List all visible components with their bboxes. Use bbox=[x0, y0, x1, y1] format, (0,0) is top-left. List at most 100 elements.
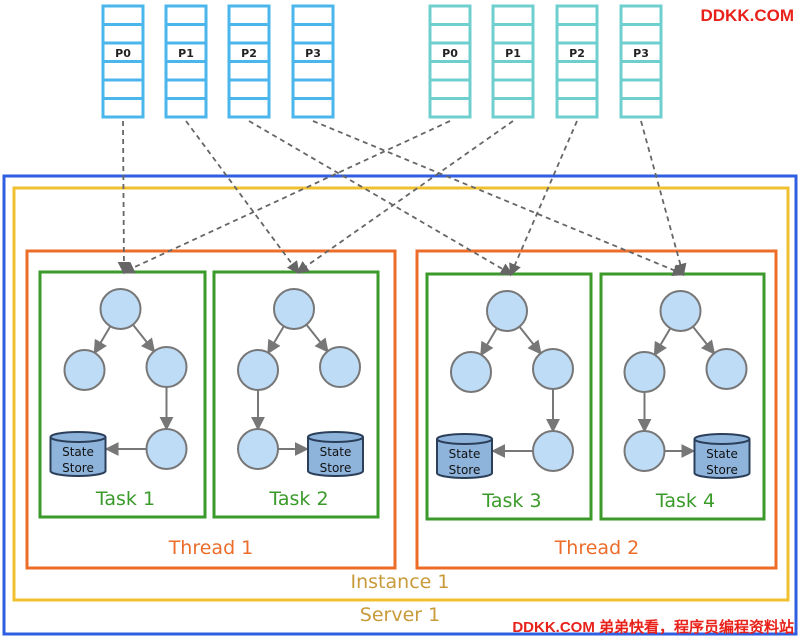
partition-stack: P1 bbox=[491, 4, 535, 119]
partition-stack: P3 bbox=[291, 4, 335, 119]
partition-label: P0 bbox=[442, 47, 458, 60]
server-label: Server 1 bbox=[360, 604, 440, 626]
partition-cell bbox=[428, 97, 472, 119]
partition-assignment-arrow bbox=[248, 120, 514, 276]
partition-cell bbox=[227, 60, 271, 82]
task-label: Task 2 bbox=[268, 488, 328, 510]
partition-stack: P2 bbox=[555, 4, 599, 119]
partition-cell bbox=[291, 78, 335, 100]
instance-box bbox=[12, 186, 790, 602]
partition-cell bbox=[291, 4, 335, 26]
state-store-label: State bbox=[62, 445, 94, 459]
processor-node bbox=[319, 346, 361, 388]
watermark-bottom: DDKK.COM 弟弟快看，程序员编程资料站 bbox=[512, 619, 794, 636]
thread-1-box bbox=[25, 249, 397, 570]
processor-node bbox=[532, 430, 574, 472]
processor-node bbox=[99, 288, 142, 330]
processor-node bbox=[623, 351, 666, 393]
partition-cell bbox=[227, 78, 271, 100]
thread-1-label: Thread 1 bbox=[168, 537, 254, 559]
task-label: Task 1 bbox=[95, 488, 155, 510]
processor-node bbox=[623, 430, 666, 472]
thread-2-label: Thread 2 bbox=[554, 537, 640, 559]
instance-label: Instance 1 bbox=[351, 571, 450, 593]
partition-cell bbox=[555, 4, 599, 26]
partition-cell bbox=[619, 97, 663, 119]
task-label: Task 3 bbox=[481, 490, 541, 512]
processor-node bbox=[145, 428, 188, 470]
partition-cell bbox=[227, 97, 271, 119]
partition-label: P3 bbox=[305, 47, 321, 60]
partition-stack: P1 bbox=[164, 4, 208, 119]
partition-cell bbox=[619, 23, 663, 45]
partition-label: P0 bbox=[115, 47, 131, 60]
partition-cell bbox=[491, 78, 535, 100]
partition-cell bbox=[101, 60, 145, 82]
partition-cell bbox=[491, 60, 535, 82]
partition-cell bbox=[491, 97, 535, 119]
partition-cell bbox=[227, 23, 271, 45]
processor-node bbox=[450, 351, 492, 393]
partition-assignment-arrow bbox=[509, 120, 578, 277]
partition-label: P1 bbox=[505, 47, 521, 60]
processor-node bbox=[273, 288, 315, 330]
state-store-label: State bbox=[449, 447, 481, 461]
dataflow-edge bbox=[480, 327, 498, 357]
partition-cell bbox=[555, 60, 599, 82]
partition-label: P1 bbox=[178, 47, 194, 60]
partition-cell bbox=[555, 97, 599, 119]
server-box bbox=[2, 174, 798, 636]
processor-node bbox=[659, 290, 702, 332]
partition-cell bbox=[428, 23, 472, 45]
partition-stack: P0 bbox=[101, 4, 145, 119]
partition-assignment-arrow bbox=[295, 120, 514, 274]
partition-stack: P3 bbox=[619, 4, 663, 119]
dataflow-edge bbox=[267, 325, 285, 355]
state-store-label: Store bbox=[62, 461, 94, 475]
partition-assignment-arrow bbox=[121, 120, 451, 274]
state-store-label: Store bbox=[706, 463, 738, 477]
partition-cell bbox=[619, 60, 663, 82]
partition-cell bbox=[555, 78, 599, 100]
processor-node bbox=[145, 346, 188, 388]
partition-label: P2 bbox=[241, 47, 257, 60]
processor-node bbox=[237, 428, 279, 470]
partition-stack: P0 bbox=[428, 4, 472, 119]
processor-node bbox=[486, 290, 528, 332]
partition-cell bbox=[619, 78, 663, 100]
partition-label: P2 bbox=[569, 47, 585, 60]
partition-cell bbox=[227, 4, 271, 26]
thread-2-box bbox=[415, 249, 778, 570]
partition-cell bbox=[291, 23, 335, 45]
partition-assignment-arrow bbox=[117, 120, 131, 275]
dataflow-edge bbox=[305, 324, 329, 353]
task-label: Task 4 bbox=[655, 490, 715, 512]
partition-assignment-arrow bbox=[312, 120, 686, 276]
dataflow-edge bbox=[93, 325, 112, 355]
partition-cell bbox=[491, 23, 535, 45]
processor-node bbox=[237, 349, 279, 391]
dataflow-edge bbox=[692, 326, 716, 355]
partition-stack: P2 bbox=[227, 4, 271, 119]
partition-cell bbox=[291, 60, 335, 82]
partition-cell bbox=[101, 4, 145, 26]
state-store-label: Store bbox=[449, 463, 481, 477]
partition-cell bbox=[619, 4, 663, 26]
partition-cell bbox=[428, 60, 472, 82]
partition-cell bbox=[164, 97, 208, 119]
partition-cell bbox=[491, 4, 535, 26]
partition-cell bbox=[101, 23, 145, 45]
state-store-label: State bbox=[706, 447, 738, 461]
partition-cell bbox=[428, 78, 472, 100]
state-store-label: Store bbox=[320, 461, 352, 475]
partition-cell bbox=[428, 4, 472, 26]
partition-cell bbox=[101, 97, 145, 119]
partition-label: P3 bbox=[633, 47, 649, 60]
